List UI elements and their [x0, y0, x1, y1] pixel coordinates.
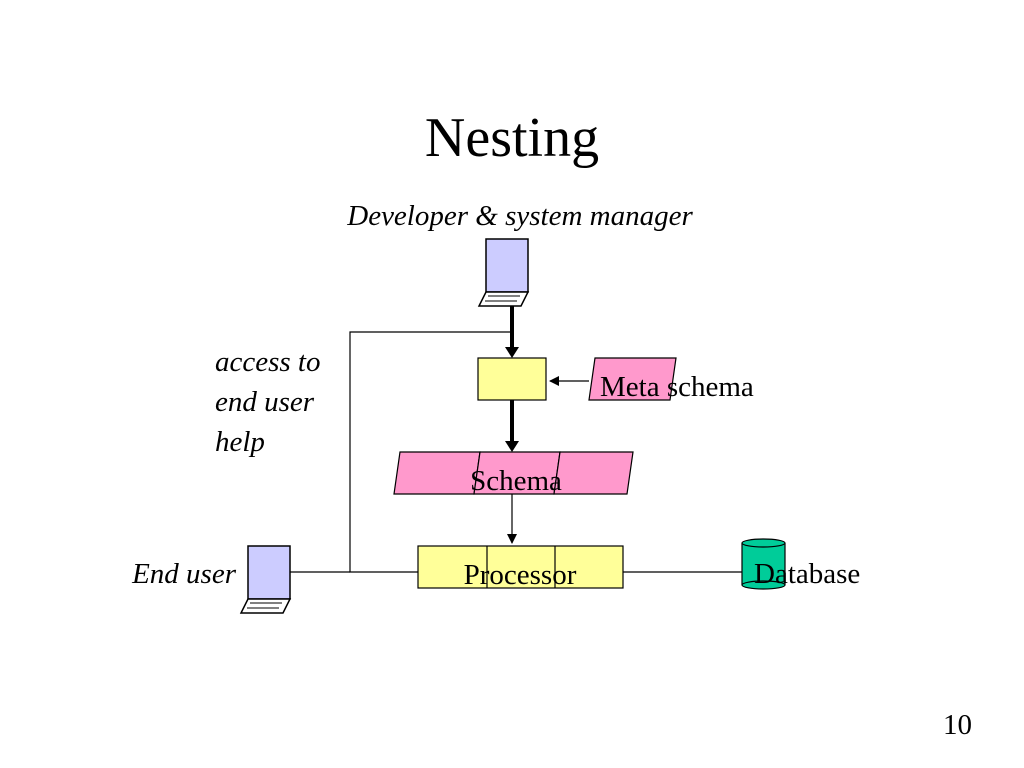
database-icon: [741, 538, 786, 590]
page-number: 10: [943, 709, 972, 741]
processor-label: Processor: [464, 559, 577, 591]
processor-box: [417, 545, 624, 589]
access-note: access to end user help: [215, 346, 328, 458]
schema-shape: [393, 451, 634, 495]
access-note-line-1: access to: [215, 346, 321, 378]
meta-schema-label: Meta schema: [600, 371, 754, 403]
developer-terminal-icon: [477, 238, 530, 307]
access-note-line-3: help: [215, 426, 265, 458]
page-title: Nesting: [425, 107, 599, 169]
developer-label: Developer & system manager: [346, 200, 693, 232]
access-note-line-2: end user: [215, 386, 315, 418]
meta-schema-shape: [588, 357, 677, 401]
meta-processor-box: [477, 357, 547, 401]
arrowhead-icon: [505, 347, 519, 358]
schema-label: Schema: [470, 465, 562, 497]
database-label: Database: [754, 558, 860, 590]
end-user-terminal-icon: [239, 545, 292, 614]
arrowhead-icon: [505, 441, 519, 452]
end-user-label: End user: [131, 558, 237, 590]
access-path-connector: [349, 331, 512, 573]
